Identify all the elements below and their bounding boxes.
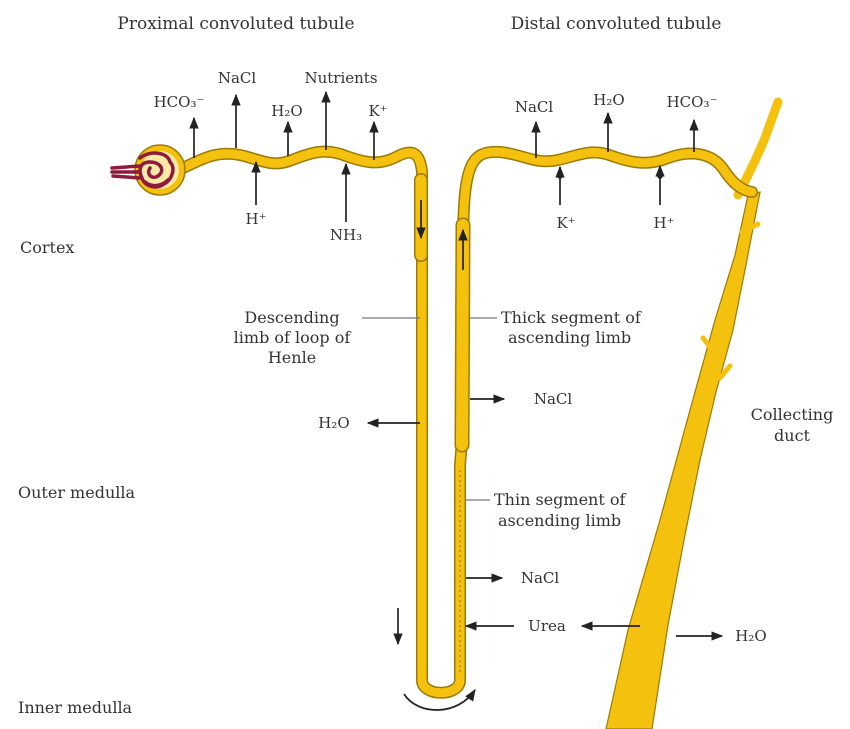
dct-nacl-label: NaCl (515, 98, 554, 116)
distal-tubule-heading: Distal convoluted tubule (511, 14, 722, 34)
thick-segment-label-line2: ascending limb (508, 328, 631, 347)
loop-h2o-label: H₂O (318, 414, 349, 432)
pct-nacl-label: NaCl (218, 69, 257, 87)
dct-k-label: K⁺ (556, 214, 575, 232)
pct-h-label: H⁺ (246, 210, 267, 228)
descending-limb-label-line3: Henle (268, 348, 316, 367)
dct-k-dot (557, 173, 563, 179)
descending-limb-label-line1: Descending (244, 308, 339, 327)
descending-limb-label-line2: limb of loop of (234, 328, 352, 347)
thin-segment-label-line2: ascending limb (498, 511, 621, 530)
collecting-duct-label-line2: duct (774, 426, 811, 445)
thick-segment-label-line1: Thick segment of (501, 308, 642, 327)
dct-hco3-label: HCO₃⁻ (667, 93, 718, 111)
thin-segment-label-line1: Thin segment of (494, 490, 627, 509)
duct-h2o-label: H₂O (735, 627, 766, 645)
pct-hco3-label: HCO₃⁻ (154, 93, 205, 111)
pct-k-label: K⁺ (368, 102, 387, 120)
proximal-tubule-heading: Proximal convoluted tubule (117, 14, 354, 34)
collecting-duct-label-line1: Collecting (751, 405, 834, 424)
dct-h-dot (657, 173, 663, 179)
zone-outer-medulla-label: Outer medulla (18, 483, 135, 502)
pct-nutrients-label: Nutrients (304, 69, 377, 87)
thin-nacl-label: NaCl (521, 569, 560, 587)
dct-h2o-label: H₂O (593, 91, 624, 109)
thick-nacl-label: NaCl (534, 390, 573, 408)
pct-h2o-label: H₂O (271, 102, 302, 120)
zone-cortex-label: Cortex (20, 238, 74, 257)
collecting-duct (606, 192, 760, 729)
pct-nh3-label: NH₃ (330, 226, 362, 244)
collecting-duct-branch (738, 102, 778, 195)
urea-label: Urea (528, 617, 566, 635)
zone-inner-medulla-label: Inner medulla (18, 698, 133, 717)
dct-h-label: H⁺ (654, 214, 675, 232)
